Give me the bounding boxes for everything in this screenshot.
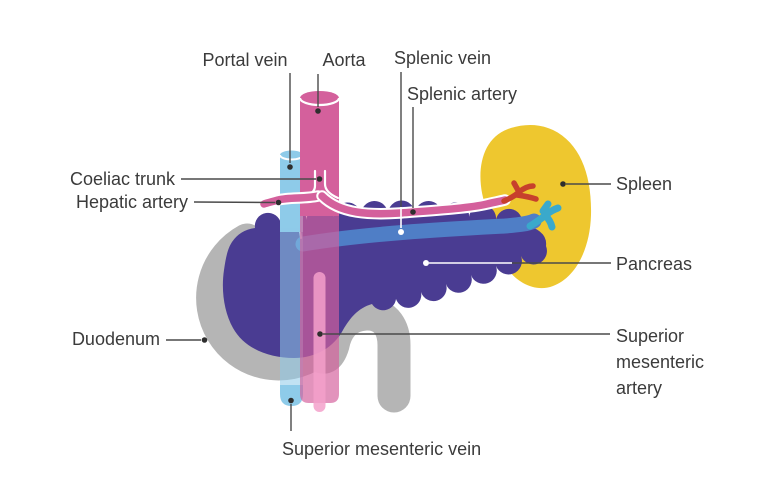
superior-mesenteric-vein-shape <box>280 228 303 388</box>
superior-mesenteric-artery-shape <box>313 272 326 412</box>
label-hepatic-artery: Hepatic artery <box>76 192 188 212</box>
dot-portal-vein <box>287 164 293 170</box>
label-sma-line2: mesenteric <box>616 352 704 372</box>
label-sma-line1: Superior <box>616 326 684 346</box>
splenic-artery-branches-icon <box>501 180 539 204</box>
label-splenic-vein: Splenic vein <box>394 48 491 68</box>
label-splenic-artery: Splenic artery <box>407 84 517 104</box>
dot-splenic-artery <box>410 209 416 215</box>
label-portal-vein: Portal vein <box>202 50 287 70</box>
dot-coeliac-trunk <box>316 176 323 182</box>
splenic-vein-shape <box>295 213 542 252</box>
dot-aorta <box>315 108 321 114</box>
leader-dots <box>201 108 566 404</box>
label-sma-line3: artery <box>616 378 662 398</box>
dot-smv <box>288 397 294 404</box>
label-spleen: Spleen <box>616 174 672 194</box>
splenic-vein-branches-icon <box>526 200 562 231</box>
label-smv: Superior mesenteric vein <box>282 439 481 459</box>
dot-hepatic-artery <box>275 199 282 206</box>
leader-lines <box>166 72 611 431</box>
dot-pancreas <box>423 260 429 266</box>
dot-duodenum <box>201 337 208 343</box>
label-duodenum: Duodenum <box>72 329 160 349</box>
leader-hepatic-artery <box>193 201 276 204</box>
dot-spleen <box>560 181 566 187</box>
dot-sma <box>317 331 323 337</box>
superior-mesenteric-vein-tip <box>280 385 303 406</box>
splenic-artery-shape <box>318 192 509 218</box>
portal-vein-shape <box>279 150 304 232</box>
label-coeliac-trunk: Coeliac trunk <box>70 169 176 189</box>
label-pancreas: Pancreas <box>616 254 692 274</box>
dot-splenic-vein <box>398 229 404 235</box>
label-aorta: Aorta <box>322 50 366 70</box>
